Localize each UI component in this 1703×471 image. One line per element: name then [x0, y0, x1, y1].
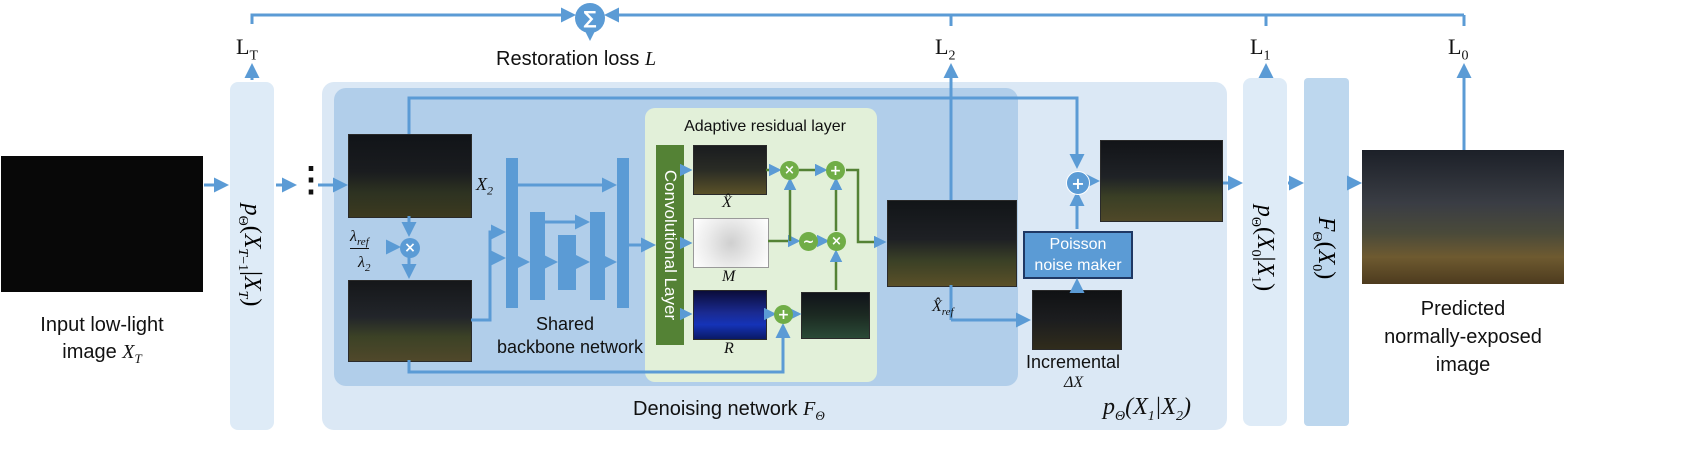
step-block-t [230, 82, 274, 430]
loss-term-l0: L0 [1448, 34, 1469, 64]
step-block-1 [1243, 78, 1287, 426]
output-image [1362, 150, 1564, 284]
x2-image [348, 134, 472, 218]
r-label: R [724, 340, 734, 357]
restoration-loss-title: Restoration loss L [496, 48, 657, 70]
add-node-r: + [774, 305, 793, 324]
multiply-node-m: × [827, 232, 846, 251]
loss-term-l1: L1 [1250, 34, 1271, 64]
denoising-network-caption: Denoising network FΘ [633, 398, 825, 423]
multiply-node-xhat: × [780, 161, 799, 180]
block-label-pt: pΘ(XT−1|XT) [235, 203, 265, 307]
ellipsis-dots: ⋮ [294, 161, 328, 199]
scaled-image [348, 280, 472, 362]
output-caption-2: normally-exposed [1384, 326, 1542, 348]
block-label-f0: FΘ(X0) [1309, 216, 1339, 280]
input-caption-2: image XT [62, 341, 142, 366]
input-caption-1: Input low-light [40, 314, 164, 336]
incremental-image [1032, 290, 1122, 350]
delta-x-label: ΔX [1064, 374, 1084, 391]
output-caption-1: Predicted [1420, 298, 1506, 320]
residual-r-image [693, 290, 767, 340]
output-head-block [1304, 78, 1349, 426]
lambda-2-label: λ2 [358, 254, 371, 275]
p2-label: pΘ(X1|X2) [1103, 394, 1192, 424]
loss-term-l2: L2 [935, 34, 956, 64]
multiply-node-scale: × [400, 238, 420, 258]
sum-node: ∑ [575, 3, 605, 33]
convolutional-layer [656, 145, 684, 345]
add-node-top: + [826, 161, 845, 180]
mask-m-image [693, 218, 769, 268]
m-label: M [722, 268, 736, 285]
backbone-bar [530, 212, 545, 300]
adaptive-residual-title: Adaptive residual layer [684, 118, 846, 135]
backbone-bar [617, 158, 629, 308]
output-caption-3: image [1435, 354, 1491, 376]
poisson-label-2: noise maker [1034, 257, 1122, 274]
xref-label: X̂ref [932, 298, 954, 319]
backbone-caption-2: backbone network [496, 337, 644, 357]
add-node-output: + [1066, 171, 1090, 195]
backbone-bar [506, 158, 518, 308]
input-lowlight-image [1, 156, 203, 292]
x2-label: X2 [476, 174, 493, 198]
backbone-bar [558, 235, 576, 290]
tilde-node: ~ [799, 232, 818, 251]
incremental-label: Incremental [1026, 352, 1121, 372]
poisson-label-1: Poisson [1049, 236, 1107, 253]
xref-image [887, 200, 1017, 287]
x1-image [1100, 140, 1223, 222]
block-label-p1: pΘ(X0|X1) [1248, 204, 1278, 292]
loss-term-lt: LT [236, 34, 259, 64]
xhat-label: X̂ [722, 194, 732, 211]
backbone-caption-1: Shared [535, 314, 595, 334]
lambda-ref-label: λref [350, 228, 369, 250]
poisson-noise-maker [1023, 231, 1133, 279]
backbone-bar [590, 212, 605, 300]
residual-result-image [801, 292, 870, 339]
